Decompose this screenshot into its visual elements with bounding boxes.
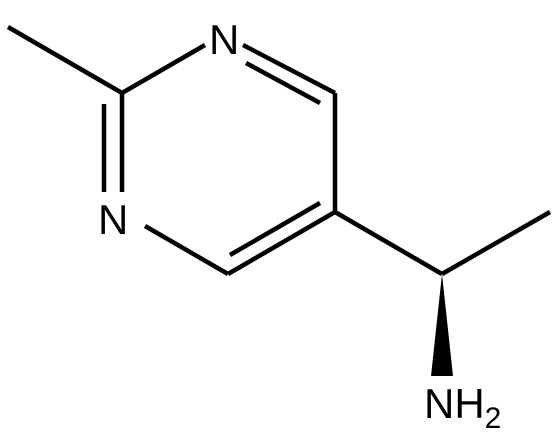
amine-label-main: NH bbox=[424, 380, 485, 427]
amine-label-subscript: 2 bbox=[485, 402, 502, 435]
bond-methyl-c2 bbox=[6, 25, 124, 95]
atom-label-n1: N bbox=[209, 16, 239, 63]
bond-chiral-methyl bbox=[440, 210, 552, 276]
atom-label-amine: NH2 bbox=[424, 380, 501, 435]
bond-c2-n1 bbox=[120, 43, 207, 95]
bond-n1-c6 bbox=[241, 43, 337, 95]
bond-n1-c6-inner bbox=[244, 61, 322, 105]
wedge-bond-chiral-amine bbox=[431, 274, 453, 376]
bond-c5-c4-inner bbox=[228, 201, 322, 257]
bond-c4-n3 bbox=[143, 224, 230, 276]
bond-c5-chiral bbox=[333, 210, 444, 276]
atom-label-n3: N bbox=[98, 196, 128, 243]
bond-c5-c4 bbox=[226, 210, 337, 276]
